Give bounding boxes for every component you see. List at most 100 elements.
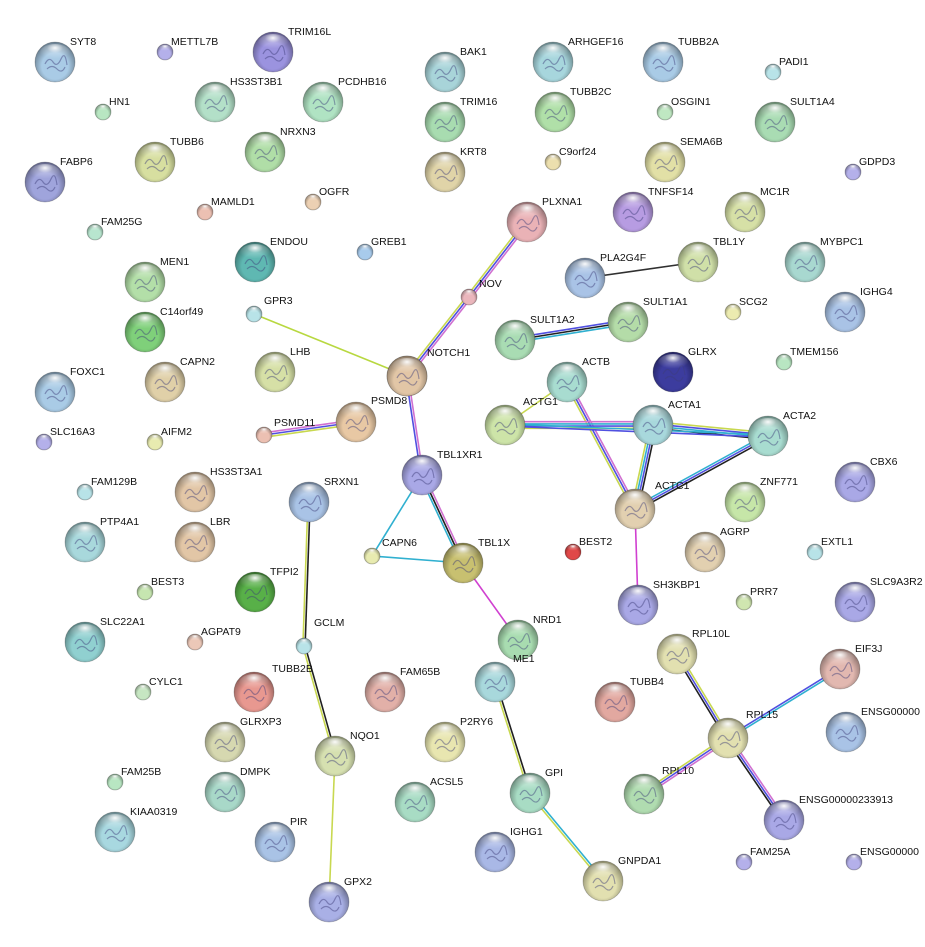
node-rpl15[interactable]: RPL15 <box>707 709 778 759</box>
node-endou[interactable]: ENDOU <box>234 236 308 283</box>
node-fabp6[interactable]: FABP6 <box>24 156 93 203</box>
node-rpl10[interactable]: RPL10 <box>623 765 694 815</box>
node-best3[interactable]: BEST3 <box>136 576 184 601</box>
node-tbl1x[interactable]: TBL1X <box>442 537 510 584</box>
node-gnpda1[interactable]: GNPDA1 <box>582 855 661 902</box>
node-slc22a1[interactable]: SLC22A1 <box>64 616 145 663</box>
node-foxc1[interactable]: FOXC1 <box>34 366 105 413</box>
node-aifm2[interactable]: AIFM2 <box>146 426 192 451</box>
node-ptp4a1[interactable]: PTP4A1 <box>64 516 139 563</box>
node-sema6b[interactable]: SEMA6B <box>644 136 723 183</box>
node-ensg00000233913[interactable]: ENSG00000233913 <box>763 794 893 841</box>
node-pla2g4f[interactable]: PLA2G4F <box>564 252 646 299</box>
node-fam65b[interactable]: FAM65B <box>364 666 440 713</box>
node-trim16l[interactable]: TRIM16L <box>252 26 331 73</box>
node-fam25b[interactable]: FAM25B <box>106 766 161 791</box>
node-capn2[interactable]: CAPN2 <box>144 356 215 403</box>
node-cylc1[interactable]: CYLC1 <box>134 676 183 701</box>
node-lbr[interactable]: LBR <box>174 516 231 563</box>
node-krt8[interactable]: KRT8 <box>424 146 487 193</box>
node-tbl1xr1[interactable]: TBL1XR1 <box>401 449 483 496</box>
node-kiaa0319[interactable]: KIAA0319 <box>94 806 177 853</box>
node-c14orf49[interactable]: C14orf49 <box>124 306 203 353</box>
node-sult1a4[interactable]: SULT1A4 <box>754 96 835 143</box>
node-lhb[interactable]: LHB <box>254 346 310 393</box>
node-p2ry6[interactable]: P2RY6 <box>424 716 493 763</box>
node-extl1[interactable]: EXTL1 <box>806 536 853 561</box>
node-mamld1[interactable]: MAMLD1 <box>196 196 255 221</box>
node-sh3kbp1[interactable]: SH3KBP1 <box>617 579 700 626</box>
node-osgin1[interactable]: OSGIN1 <box>656 96 711 121</box>
node-psmd8[interactable]: PSMD8 <box>371 355 428 407</box>
node-mc1r[interactable]: MC1R <box>724 186 790 233</box>
node-tmem156[interactable]: TMEM156 <box>775 346 839 371</box>
node-hn1[interactable]: HN1 <box>94 96 130 121</box>
node-glrxp3[interactable]: GLRXP3 <box>204 716 282 763</box>
node-cbx6[interactable]: CBX6 <box>834 456 898 503</box>
node-fam25a[interactable]: FAM25A <box>735 846 790 871</box>
node-nrxn3[interactable]: NRXN3 <box>244 126 316 173</box>
node-sult1a1[interactable]: SULT1A1 <box>607 296 688 343</box>
node-tubb4[interactable]: TUBB4 <box>594 676 664 723</box>
node-nov[interactable]: NOV <box>460 278 502 306</box>
node-syt8[interactable]: SYT8 <box>34 36 96 83</box>
node-acta2[interactable]: ACTA2 <box>747 410 816 457</box>
node-fam25g[interactable]: FAM25G <box>86 216 142 241</box>
node-znf771[interactable]: ZNF771 <box>724 476 798 523</box>
node-dmpk[interactable]: DMPK <box>204 766 270 813</box>
node-srxn1[interactable]: SRXN1 <box>288 476 359 523</box>
node-me1[interactable]: ME1 <box>474 653 535 703</box>
node-hs3st3a1[interactable]: HS3ST3A1 <box>174 466 263 513</box>
node-agrp[interactable]: AGRP <box>684 526 750 573</box>
node-psmd11[interactable]: PSMD11 <box>255 417 315 444</box>
node-capn6[interactable]: CAPN6 <box>363 537 417 565</box>
node-psmd11b[interactable] <box>335 401 377 443</box>
node-actb[interactable]: ACTB <box>546 356 610 403</box>
node-acta1[interactable]: ACTA1 <box>632 399 701 446</box>
node-padi1[interactable]: PADI1 <box>764 56 809 81</box>
node-arhgef16[interactable]: ARHGEF16 <box>532 36 624 83</box>
node-acsl5[interactable]: ACSL5 <box>394 776 463 823</box>
node-pir[interactable]: PIR <box>254 816 308 863</box>
node-ogfr[interactable]: OGFR <box>304 186 350 211</box>
node-scg2[interactable]: SCG2 <box>724 296 768 321</box>
node-tubb2c[interactable]: TUBB2C <box>534 86 612 133</box>
node-nrd1[interactable]: NRD1 <box>497 614 562 661</box>
node-eif3j[interactable]: EIF3J <box>819 643 882 690</box>
node-slc9a3r2[interactable]: SLC9A3R2 <box>834 576 923 623</box>
node-pcdhb16[interactable]: PCDHB16 <box>302 76 387 123</box>
node-mettl7b[interactable]: METTL7B <box>156 36 218 61</box>
node-rpl10l[interactable]: RPL10L <box>656 628 730 675</box>
node-agpat9[interactable]: AGPAT9 <box>186 626 241 651</box>
node-gpx2[interactable]: GPX2 <box>308 876 372 923</box>
node-actg1[interactable]: ACTG1 <box>484 396 558 446</box>
node-plxna1[interactable]: PLXNA1 <box>506 196 582 243</box>
node-prr7[interactable]: PRR7 <box>735 586 778 611</box>
node-mybpc1[interactable]: MYBPC1 <box>784 236 863 283</box>
node-slc16a3[interactable]: SLC16A3 <box>35 426 95 451</box>
node-tubb2a[interactable]: TUBB2A <box>642 36 719 83</box>
node-tbl1y[interactable]: TBL1Y <box>677 236 745 283</box>
node-best2[interactable]: BEST2 <box>564 536 612 561</box>
node-tfpi2[interactable]: TFPI2 <box>234 566 299 613</box>
node-men1[interactable]: MEN1 <box>124 256 189 303</box>
node-gpr3[interactable]: GPR3 <box>245 295 293 323</box>
node-gpi[interactable]: GPI <box>509 767 563 814</box>
node-tnfsf14[interactable]: TNFSF14 <box>612 186 694 233</box>
node-fam129b[interactable]: FAM129B <box>76 476 137 501</box>
node-tubb6[interactable]: TUBB6 <box>134 136 204 183</box>
node-gdpd3[interactable]: GDPD3 <box>844 156 895 181</box>
node-greb1[interactable]: GREB1 <box>356 236 407 261</box>
node-ensg-b[interactable]: ENSG00000 <box>845 846 919 871</box>
node-ensg-a[interactable]: ENSG00000 <box>825 706 920 753</box>
node-ighg1[interactable]: IGHG1 <box>474 826 543 873</box>
node-glrx[interactable]: GLRX <box>652 346 717 393</box>
node-trim16[interactable]: TRIM16 <box>424 96 498 143</box>
node-hs3st3b1[interactable]: HS3ST3B1 <box>194 76 283 123</box>
node-nqo1[interactable]: NQO1 <box>314 730 380 777</box>
node-ighg4[interactable]: IGHG4 <box>824 286 893 333</box>
node-bak1[interactable]: BAK1 <box>424 46 487 93</box>
node-c9orf24[interactable]: C9orf24 <box>544 146 597 171</box>
node-tubb2b[interactable]: TUBB2B <box>233 663 313 713</box>
node-gclm[interactable]: GCLM <box>295 617 344 655</box>
